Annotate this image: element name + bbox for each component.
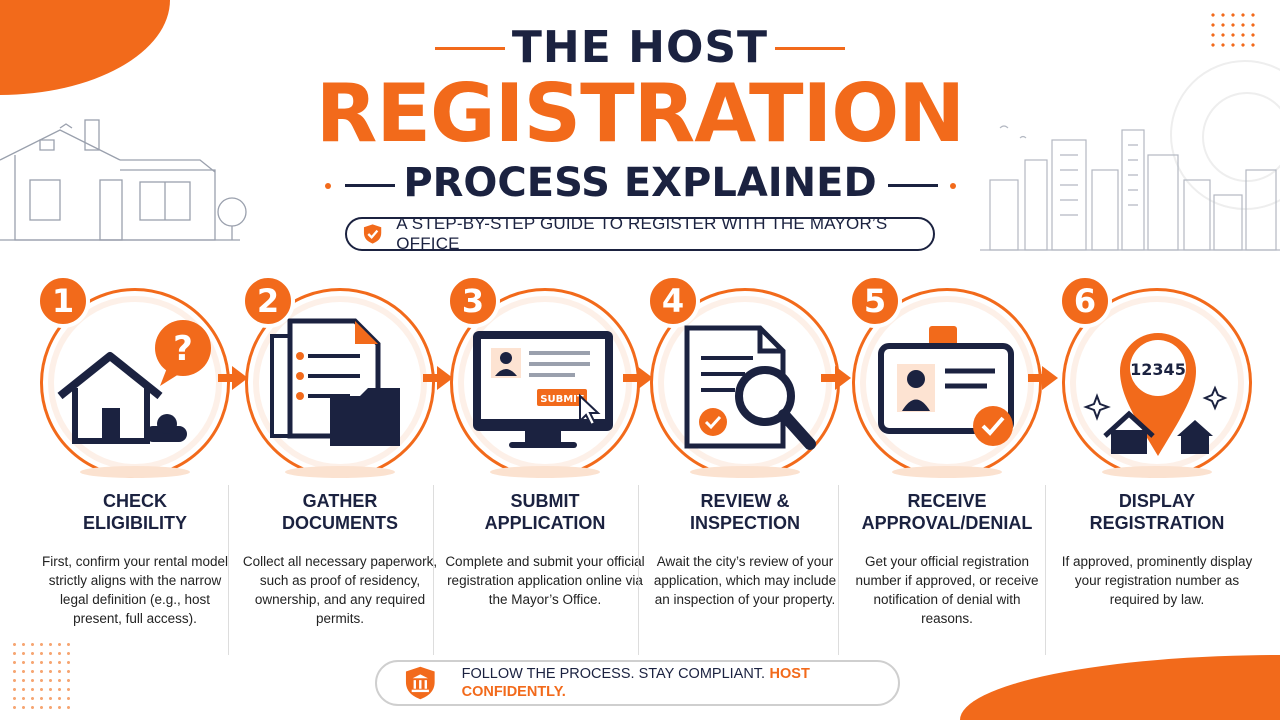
submit-button-label: SUBMIT — [540, 394, 584, 405]
step-title-line1: SUBMIT — [510, 491, 580, 511]
icon-shadow — [490, 466, 600, 478]
step-title-line2: APPLICATION — [484, 513, 606, 533]
subtitle-dot-left — [325, 183, 331, 189]
dot-pattern — [10, 640, 70, 710]
corner-decoration — [960, 655, 1280, 720]
house-question-icon: ? — [57, 320, 211, 444]
location-pin-icon: 12345 — [1083, 333, 1228, 456]
title-rule-right — [775, 47, 845, 50]
pin-number: 12345 — [1130, 360, 1186, 379]
footer-banner: FOLLOW THE PROCESS. STAY COMPLIANT. HOST… — [375, 660, 900, 706]
divider — [228, 485, 229, 655]
step-description: Complete and submit your official regist… — [445, 554, 645, 607]
step-number: 2 — [241, 274, 295, 328]
arrow-right-icon — [423, 366, 453, 390]
step-description: Await the city’s review of your applicat… — [653, 554, 837, 607]
step-title-line1: REVIEW & — [700, 491, 790, 511]
footer-text: FOLLOW THE PROCESS. STAY COMPLIANT. — [461, 666, 766, 682]
arrow-right-icon — [218, 366, 248, 390]
step-number: 5 — [848, 274, 902, 328]
monitor-submit-icon: SUBMIT — [473, 331, 613, 448]
icon-shadow — [285, 466, 395, 478]
dot-pattern — [1208, 10, 1258, 50]
house-sketch-illustration — [0, 119, 247, 241]
shield-check-icon — [363, 224, 382, 244]
step-4: 4 REVIEW &INSPECTION Await the city’s re… — [646, 270, 850, 650]
id-badge-icon — [878, 326, 1014, 446]
step-title-line1: DISPLAY — [1118, 491, 1196, 511]
divider — [1045, 485, 1046, 655]
arrow-right-icon — [1028, 366, 1058, 390]
step-description: Get your official registration number if… — [855, 554, 1039, 626]
icon-shadow — [80, 466, 190, 478]
divider — [433, 485, 434, 655]
courthouse-shield-icon — [405, 666, 435, 700]
subtitle-dash-left — [345, 184, 395, 187]
step-description: First, confirm your rental model strictl… — [41, 554, 229, 626]
icon-shadow — [892, 466, 1002, 478]
step-title-line2: INSPECTION — [689, 513, 800, 533]
step-number: 4 — [646, 274, 700, 328]
city-skyline-illustration — [980, 125, 1280, 251]
icon-shadow — [690, 466, 800, 478]
step-description: If approved, prominently display your re… — [1061, 554, 1253, 607]
documents-folder-icon — [270, 318, 400, 446]
title-top: THE HOST — [511, 22, 769, 73]
step-description: Collect all necessary paperwork, such as… — [242, 554, 438, 626]
step-title-line1: GATHER — [302, 491, 378, 511]
step-title-line2: REGISTRATION — [1089, 513, 1225, 533]
title-rule-left — [435, 47, 505, 50]
subtitle-dot-right — [950, 183, 956, 189]
step-title-line2: ELIGIBILITY — [82, 513, 187, 533]
magnifier-document-icon — [684, 325, 816, 450]
icon-shadow — [1102, 466, 1212, 478]
step-title-line2: APPROVAL/DENIAL — [861, 513, 1033, 533]
page-title: REGISTRATION — [315, 67, 965, 160]
arrow-right-icon — [821, 366, 851, 390]
footer-message: FOLLOW THE PROCESS. STAY COMPLIANT. HOST… — [462, 665, 898, 701]
step-number: 6 — [1058, 274, 1112, 328]
step-number: 3 — [446, 274, 500, 328]
step-title: REVIEW &INSPECTION — [645, 490, 845, 534]
tagline-text: A STEP-BY-STEP GUIDE TO REGISTER WITH TH… — [396, 214, 888, 253]
page-subtitle: PROCESS EXPLAINED — [403, 160, 877, 206]
tagline-banner: A STEP-BY-STEP GUIDE TO REGISTER WITH TH… — [345, 214, 935, 253]
svg-text:?: ? — [173, 329, 193, 369]
subtitle-dash-right — [888, 184, 938, 187]
footer-accent: HOST CONFIDENTLY. — [461, 666, 810, 700]
divider — [638, 485, 639, 655]
divider — [838, 485, 839, 655]
step-title-line1: RECEIVE — [907, 491, 987, 511]
arrow-right-icon — [623, 366, 653, 390]
step-number: 1 — [36, 274, 90, 328]
step-title-line1: CHECK — [102, 491, 167, 511]
step-title-line2: DOCUMENTS — [282, 513, 398, 533]
